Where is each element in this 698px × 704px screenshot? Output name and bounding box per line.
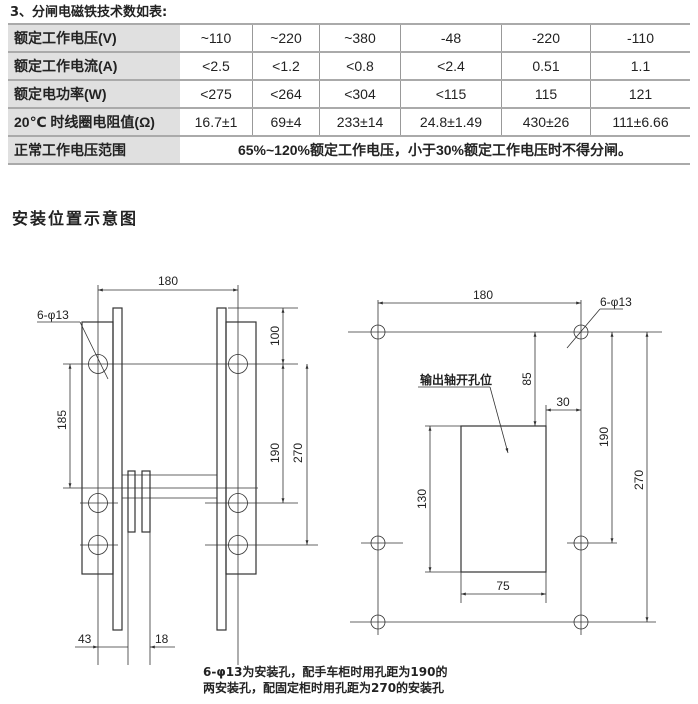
table-row: 正常工作电压范围 65%~120%额定工作电压，小于30%额定工作电压时不得分闸…	[8, 136, 690, 165]
hole-spec-label: 6-φ13	[600, 295, 632, 309]
dim-width-180: 180	[158, 274, 178, 288]
table-cell: ~380	[319, 23, 401, 53]
table-cell: -48	[400, 23, 502, 53]
left-side-view: 180 6-φ13 100 185 190 270 43 18	[37, 274, 318, 665]
section-title-installation: 安装位置示意图	[12, 209, 139, 228]
opening-label: 输出轴开孔位	[420, 372, 492, 387]
dim-75: 75	[496, 579, 510, 593]
row-header: 额定工作电压(V)	[8, 23, 180, 53]
row-header: 20℃ 时线圈电阻值(Ω)	[8, 108, 180, 137]
table-cell: 16.7±1	[180, 108, 253, 137]
row-header: 额定电功率(W)	[8, 80, 180, 109]
table-cell: 115	[501, 80, 591, 109]
output-shaft-opening	[460, 425, 547, 573]
table-row: 20℃ 时线圈电阻值(Ω) 16.7±1 69±4 233±14 24.8±1.…	[8, 108, 690, 137]
table-cell: <2.5	[180, 52, 253, 81]
table-row: 额定工作电压(V) ~110 ~220 ~380 -48 -220 -110	[8, 23, 690, 53]
note-line: 6-φ13为安装孔，配手车柜时用孔距为190的	[203, 665, 448, 679]
right-front-view: 180 6-φ13 85 30 190 270 130 75 输出轴开孔位	[348, 288, 662, 635]
dim-width-180: 180	[473, 288, 493, 302]
table-cell: -220	[501, 23, 591, 53]
table-cell: 430±26	[501, 108, 591, 137]
table-cell: <2.4	[400, 52, 502, 81]
table-cell: ~110	[180, 23, 253, 53]
dim-100: 100	[268, 326, 282, 346]
table-row: 额定工作电流(A) <2.5 <1.2 <0.8 <2.4 0.51 1.1	[8, 52, 690, 81]
right-plate	[225, 321, 257, 575]
dim-130: 130	[415, 489, 429, 509]
table-cell: 111±6.66	[590, 108, 690, 137]
table-cell: <115	[400, 80, 502, 109]
table-cell: <275	[180, 80, 253, 109]
table-cell: 233±14	[319, 108, 401, 137]
table-cell: <304	[319, 80, 401, 109]
dim-30: 30	[556, 395, 570, 409]
table-cell: 69±4	[252, 108, 320, 137]
mounting-hole	[370, 324, 589, 630]
dim-85: 85	[520, 372, 534, 386]
table-cell: 0.51	[501, 52, 591, 81]
row-header: 正常工作电压范围	[8, 136, 180, 165]
table-cell: 121	[590, 80, 690, 109]
section-heading-specs: 3、分闸电磁铁技术数如表:	[10, 5, 168, 20]
dim-43: 43	[78, 632, 92, 646]
spec-table: 额定工作电压(V) ~110 ~220 ~380 -48 -220 -110 额…	[8, 23, 690, 165]
mounting-hole	[88, 354, 248, 555]
dim-270: 270	[632, 470, 646, 490]
table-cell: ~220	[252, 23, 320, 53]
note-line: 两安装孔，配固定柜时用孔距为270的安装孔	[203, 681, 445, 695]
dim-185: 185	[55, 410, 69, 430]
left-bar	[112, 307, 123, 631]
table-cell: -110	[590, 23, 690, 53]
installation-note: 6-φ13为安装孔，配手车柜时用孔距为190的 两安装孔，配固定柜时用孔距为27…	[203, 664, 447, 696]
coil-bar	[141, 470, 151, 533]
hole-spec-label: 6-φ13	[37, 308, 69, 322]
dim-190: 190	[268, 443, 282, 463]
table-cell: 24.8±1.49	[400, 108, 502, 137]
table-cell: <1.2	[252, 52, 320, 81]
table-cell: <0.8	[319, 52, 401, 81]
dim-18: 18	[155, 632, 169, 646]
right-bar	[216, 307, 227, 631]
dim-190: 190	[597, 427, 611, 447]
left-plate	[81, 321, 114, 575]
table-cell: <264	[252, 80, 320, 109]
table-cell: 1.1	[590, 52, 690, 81]
coil-bar	[127, 470, 136, 533]
table-row: 额定电功率(W) <275 <264 <304 <115 115 121	[8, 80, 690, 109]
dim-270: 270	[291, 443, 305, 463]
table-cell-range: 65%~120%额定工作电压，小于30%额定工作电压时不得分闸。	[180, 136, 690, 165]
row-header: 额定工作电流(A)	[8, 52, 180, 81]
